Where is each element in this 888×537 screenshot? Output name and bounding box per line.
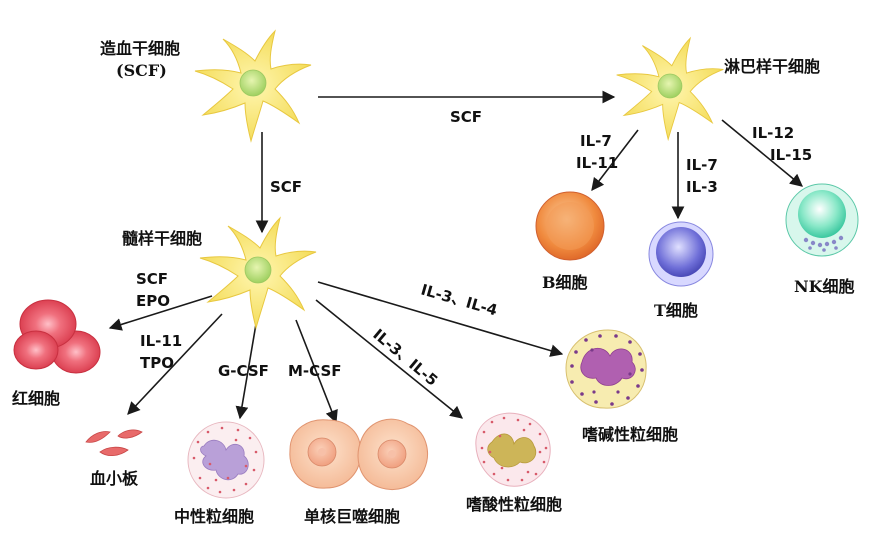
- hsc-sublabel: (SCF): [116, 61, 167, 80]
- factor-platelet-1: IL-11: [140, 332, 182, 350]
- factor-rbc-1: SCF: [136, 270, 168, 288]
- b-cell: [535, 191, 605, 261]
- myeloid-label: 髓样干细胞: [122, 229, 202, 248]
- factor-t-2: IL-3: [686, 178, 718, 196]
- arrow-myeloid-to-basophil: [317, 281, 564, 357]
- arrow-myeloid-to-platelet: [127, 313, 223, 415]
- factor-nk-1: IL-12: [752, 124, 794, 142]
- rbc-label: 红细胞: [12, 389, 60, 408]
- t-cell: [648, 221, 714, 287]
- factor-hsc-myeloid: SCF: [270, 178, 302, 196]
- arrow-myeloid-to-rbc: [108, 295, 213, 331]
- factor-basophil: IL-3、IL-4: [419, 281, 500, 320]
- rbc-cluster: [13, 299, 101, 374]
- factor-macrophage: M-CSF: [288, 362, 342, 380]
- basophil-label: 嗜碱性粒细胞: [582, 425, 678, 444]
- factor-nk-2: IL-15: [770, 146, 812, 164]
- arrow-myeloid-to-eosinophil: [315, 299, 463, 419]
- factor-rbc-2: EPO: [136, 292, 170, 310]
- basophil-cell: [565, 329, 647, 409]
- factor-hsc-lymphoid: SCF: [450, 108, 482, 126]
- b-cell-label: B细胞: [542, 273, 588, 292]
- factor-b-1: IL-7: [580, 132, 612, 150]
- nk-cell: [785, 183, 859, 257]
- arrow-myeloid-to-macrophage: [295, 319, 338, 424]
- t-cell-label: T细胞: [654, 301, 698, 320]
- factor-b-2: IL-11: [576, 154, 618, 172]
- platelets: [85, 429, 143, 456]
- arrow-lymphoid-to-nk: [721, 119, 803, 187]
- neutrophil-label: 中性粒细胞: [174, 507, 254, 526]
- neutrophil-cell: [187, 421, 265, 499]
- hsc-label: 造血干细胞: [100, 39, 180, 58]
- hsc-cell: [194, 30, 312, 142]
- macrophage-cells: [289, 418, 428, 490]
- factor-t-1: IL-7: [686, 156, 718, 174]
- lymphoid-stem-cell: [616, 37, 724, 140]
- platelet-label: 血小板: [90, 469, 139, 488]
- eosinophil-label: 嗜酸性粒细胞: [466, 495, 562, 514]
- factor-platelet-2: TPO: [140, 354, 174, 372]
- lymphoid-label: 淋巴样干细胞: [724, 57, 820, 76]
- arrow-lymphoid-to-b: [591, 129, 639, 192]
- factor-eosinophil: IL-3、IL-5: [369, 325, 441, 389]
- factor-neutrophil: G-CSF: [218, 362, 269, 380]
- eosinophil-cell: [475, 412, 551, 487]
- nk-cell-label: NK细胞: [794, 277, 855, 296]
- macrophage-label: 单核巨噬细胞: [304, 507, 400, 526]
- myeloid-stem-cell: [199, 217, 317, 329]
- arrow-myeloid-to-neutrophil: [235, 323, 257, 420]
